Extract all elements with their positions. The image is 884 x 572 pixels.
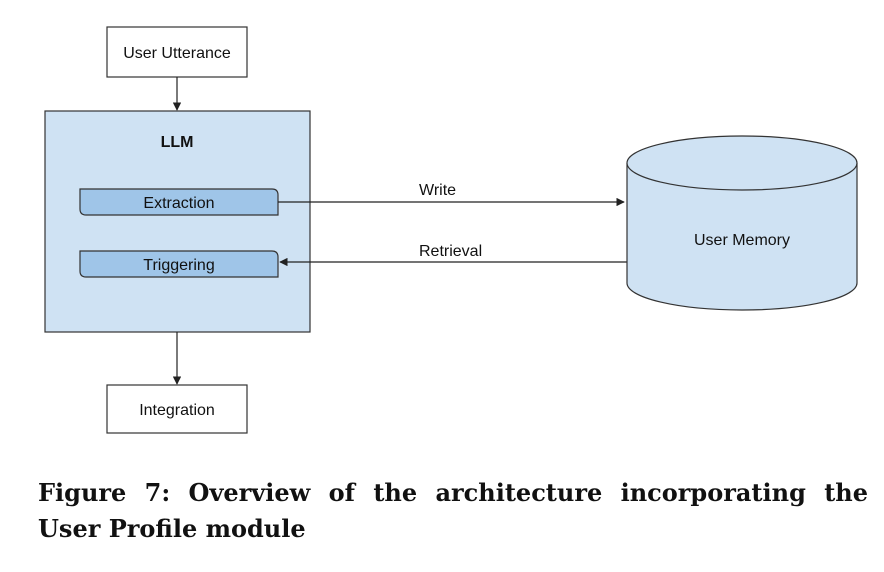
- extraction-module: Extraction: [79, 188, 279, 216]
- architecture-diagram: User Utterance LLM Extraction Triggering…: [44, 26, 858, 434]
- integration-label: Integration: [139, 402, 215, 419]
- memory-cylinder-top: [626, 135, 858, 191]
- integration-node: Integration: [106, 384, 248, 434]
- retrieval-label: Retrieval: [419, 243, 482, 260]
- user-memory-node: User Memory: [626, 135, 858, 311]
- triggering-module: Triggering: [79, 250, 279, 278]
- user-utterance-node: User Utterance: [106, 26, 248, 78]
- figure-caption: Figure 7: Overview of the architecture i…: [38, 478, 868, 543]
- llm-container: [44, 110, 311, 333]
- write-label: Write: [419, 182, 456, 199]
- memory-cylinder-body: [626, 163, 858, 311]
- user-utterance-label: User Utterance: [123, 45, 231, 62]
- user-memory-label: User Memory: [694, 232, 790, 249]
- triggering-label: Triggering: [143, 257, 214, 274]
- llm-title: LLM: [161, 134, 194, 151]
- llm-node: LLM Extraction Triggering: [44, 110, 311, 333]
- extraction-label: Extraction: [143, 195, 214, 212]
